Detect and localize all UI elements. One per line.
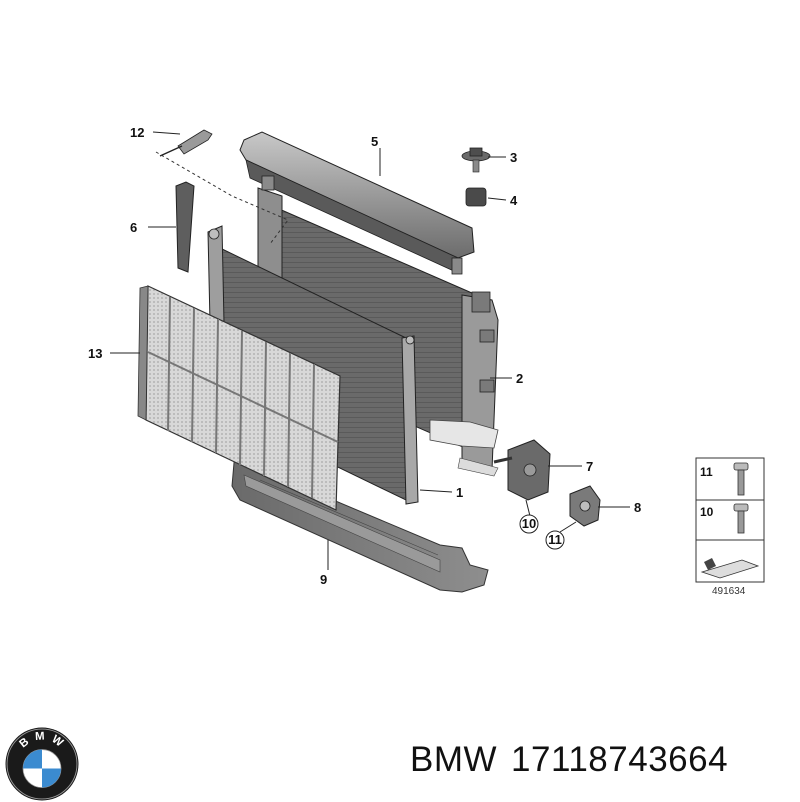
callout-6: 6 xyxy=(130,220,137,235)
part-6-side-seal xyxy=(175,181,195,273)
inset-number-10: 10 xyxy=(700,505,714,519)
arrow-icon xyxy=(700,559,760,579)
part-5-upper-bracket xyxy=(239,131,475,275)
inset-number-11: 11 xyxy=(700,465,713,479)
callout-13: 13 xyxy=(88,346,102,361)
part-caption: BMW 17118743664 xyxy=(410,740,742,780)
reference-number: 491634 xyxy=(712,586,746,597)
callout-4: 4 xyxy=(510,193,518,208)
part-4-mount xyxy=(465,187,487,207)
callout-9: 9 xyxy=(320,572,327,587)
leader-lines xyxy=(110,131,630,570)
callout-8: 8 xyxy=(634,500,641,515)
bmw-logo-icon: B M W xyxy=(5,727,79,801)
callout-7: 7 xyxy=(586,459,593,474)
brand-name: BMW xyxy=(410,740,498,779)
fastener-inset: 11 10 xyxy=(695,457,765,583)
callout-3: 3 xyxy=(510,150,517,165)
part-3-cap xyxy=(461,147,491,173)
callout-1: 1 xyxy=(456,485,463,500)
sensor-wire-dashed xyxy=(155,151,289,245)
bolt-icon xyxy=(733,462,749,496)
callout-10: 10 xyxy=(522,516,536,531)
callout-11-circled: 11 xyxy=(545,530,565,550)
part-number: 17118743664 xyxy=(511,740,729,779)
screw-icon xyxy=(733,503,749,534)
callout-12: 12 xyxy=(130,125,144,140)
callout-5: 5 xyxy=(371,134,378,149)
callout-10-circled: 10 xyxy=(519,514,539,534)
part-8-holder xyxy=(569,485,601,527)
part-7-bracket xyxy=(493,439,551,501)
part-12-sensor xyxy=(159,129,213,157)
callout-2: 2 xyxy=(516,371,523,386)
part-13-front-screen xyxy=(137,285,341,511)
callout-11: 11 xyxy=(548,532,562,547)
